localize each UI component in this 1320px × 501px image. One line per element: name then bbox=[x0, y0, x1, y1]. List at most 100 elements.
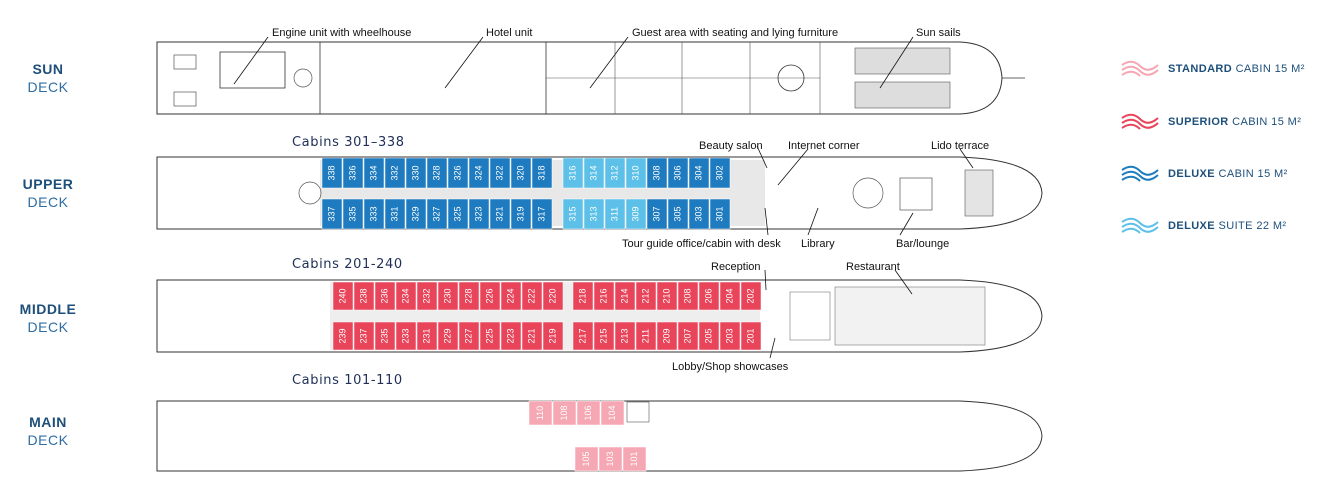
cabin bbox=[677, 281, 699, 311]
cabin-number: 332 bbox=[389, 165, 399, 180]
cabin bbox=[740, 281, 762, 311]
cabin-number: 108 bbox=[559, 405, 569, 420]
cabin-number: 226 bbox=[484, 288, 494, 303]
legend-item: SUPERIOR CABIN 15 M² bbox=[1120, 111, 1301, 133]
deck-label-main: MAIN DECK bbox=[0, 413, 96, 449]
cabin-number: 334 bbox=[368, 165, 378, 180]
hatch bbox=[173, 91, 197, 107]
cabin bbox=[614, 281, 636, 311]
cabin-number: 220 bbox=[547, 288, 557, 303]
deck-label-normal: DECK bbox=[27, 319, 69, 335]
cabin bbox=[489, 198, 511, 230]
legend-label-bold: STANDARD bbox=[1168, 63, 1233, 75]
cabin bbox=[572, 321, 594, 351]
cabin bbox=[625, 198, 647, 230]
cabin-number: 307 bbox=[651, 206, 661, 221]
cabin bbox=[622, 446, 647, 472]
callout-internet: Internet corner bbox=[788, 140, 860, 152]
cabin bbox=[458, 321, 480, 351]
cabin-number: 333 bbox=[368, 206, 378, 221]
cabin bbox=[374, 281, 396, 311]
cabin bbox=[510, 198, 532, 230]
cabin-number: 233 bbox=[400, 328, 410, 343]
cabin-number: 104 bbox=[607, 405, 617, 420]
deck-label-bold: MAIN bbox=[29, 414, 67, 430]
cabin bbox=[384, 157, 406, 189]
cabins-heading-upper: Cabins 301–338 bbox=[292, 135, 405, 150]
waves-icon bbox=[1121, 113, 1159, 130]
cabin-number: 315 bbox=[567, 206, 577, 221]
cabin-number: 301 bbox=[714, 206, 724, 221]
cabin bbox=[635, 321, 657, 351]
cabin bbox=[719, 281, 741, 311]
cabin bbox=[572, 281, 594, 311]
cabin bbox=[604, 198, 626, 230]
callout-lobby: Lobby/Shop showcases bbox=[672, 361, 789, 373]
deck-label-normal: DECK bbox=[27, 194, 69, 210]
cabin bbox=[740, 321, 762, 351]
restaurant-area bbox=[834, 286, 986, 346]
cabin-number: 306 bbox=[672, 165, 682, 180]
cabin-number: 311 bbox=[609, 207, 619, 221]
cabin bbox=[574, 446, 599, 472]
cabin-number: 239 bbox=[337, 328, 347, 343]
legend-label: SUPERIOR CABIN 15 M² bbox=[1168, 116, 1301, 128]
helm bbox=[293, 68, 313, 88]
cabin bbox=[646, 198, 668, 230]
cabin bbox=[656, 281, 678, 311]
cabin-number: 110 bbox=[535, 406, 545, 420]
cabin bbox=[552, 400, 577, 426]
cabin-number: 209 bbox=[661, 328, 671, 343]
cabin bbox=[363, 198, 385, 230]
cabin bbox=[342, 198, 364, 230]
legend-item: DELUXE CABIN 15 M² bbox=[1120, 163, 1288, 185]
cabin bbox=[576, 400, 601, 426]
cabin bbox=[656, 321, 678, 351]
cabin bbox=[598, 446, 623, 472]
hatch bbox=[173, 54, 197, 70]
cabin-number: 225 bbox=[484, 328, 494, 343]
cabin-number: 202 bbox=[745, 288, 755, 303]
cabin bbox=[698, 321, 720, 351]
cabin-number: 337 bbox=[326, 206, 336, 221]
deck-label-bold: MIDDLE bbox=[19, 301, 77, 317]
cabin bbox=[531, 157, 553, 189]
cabin bbox=[542, 321, 564, 351]
sun-deck-plan bbox=[156, 41, 1025, 115]
cabin bbox=[468, 198, 490, 230]
cabin-number: 215 bbox=[598, 328, 608, 343]
legend-label: STANDARD CABIN 15 M² bbox=[1168, 63, 1305, 75]
cabin bbox=[416, 321, 438, 351]
cabin bbox=[437, 281, 459, 311]
cabin-number: 222 bbox=[526, 288, 536, 303]
cabin-number: 204 bbox=[724, 288, 734, 303]
cabin bbox=[709, 198, 731, 230]
cabin bbox=[562, 157, 584, 189]
legend-label-rest: CABIN 15 M² bbox=[1232, 63, 1305, 75]
cabin bbox=[562, 198, 584, 230]
cabin-number: 305 bbox=[672, 206, 682, 221]
cabin-number: 312 bbox=[609, 165, 619, 180]
cabin bbox=[583, 157, 605, 189]
cabin bbox=[479, 321, 501, 351]
cabin bbox=[604, 157, 626, 189]
cabin bbox=[542, 281, 564, 311]
cabin-number: 228 bbox=[463, 288, 473, 303]
callout-beauty: Beauty salon bbox=[699, 140, 763, 152]
cabin-number: 302 bbox=[714, 165, 724, 180]
cabin-number: 324 bbox=[473, 165, 483, 180]
callout-lido: Lido terrace bbox=[931, 140, 989, 152]
cabin bbox=[332, 321, 354, 351]
deck-label-sun: SUN DECK bbox=[0, 60, 96, 96]
cabin-number: 238 bbox=[358, 288, 368, 303]
wheelhouse bbox=[219, 51, 286, 89]
cabin-number: 205 bbox=[703, 328, 713, 343]
cabin-number: 231 bbox=[421, 328, 431, 343]
legend-label: DELUXE SUITE 22 M² bbox=[1168, 220, 1286, 232]
cabin bbox=[600, 400, 625, 426]
cabin-number: 212 bbox=[640, 288, 650, 303]
